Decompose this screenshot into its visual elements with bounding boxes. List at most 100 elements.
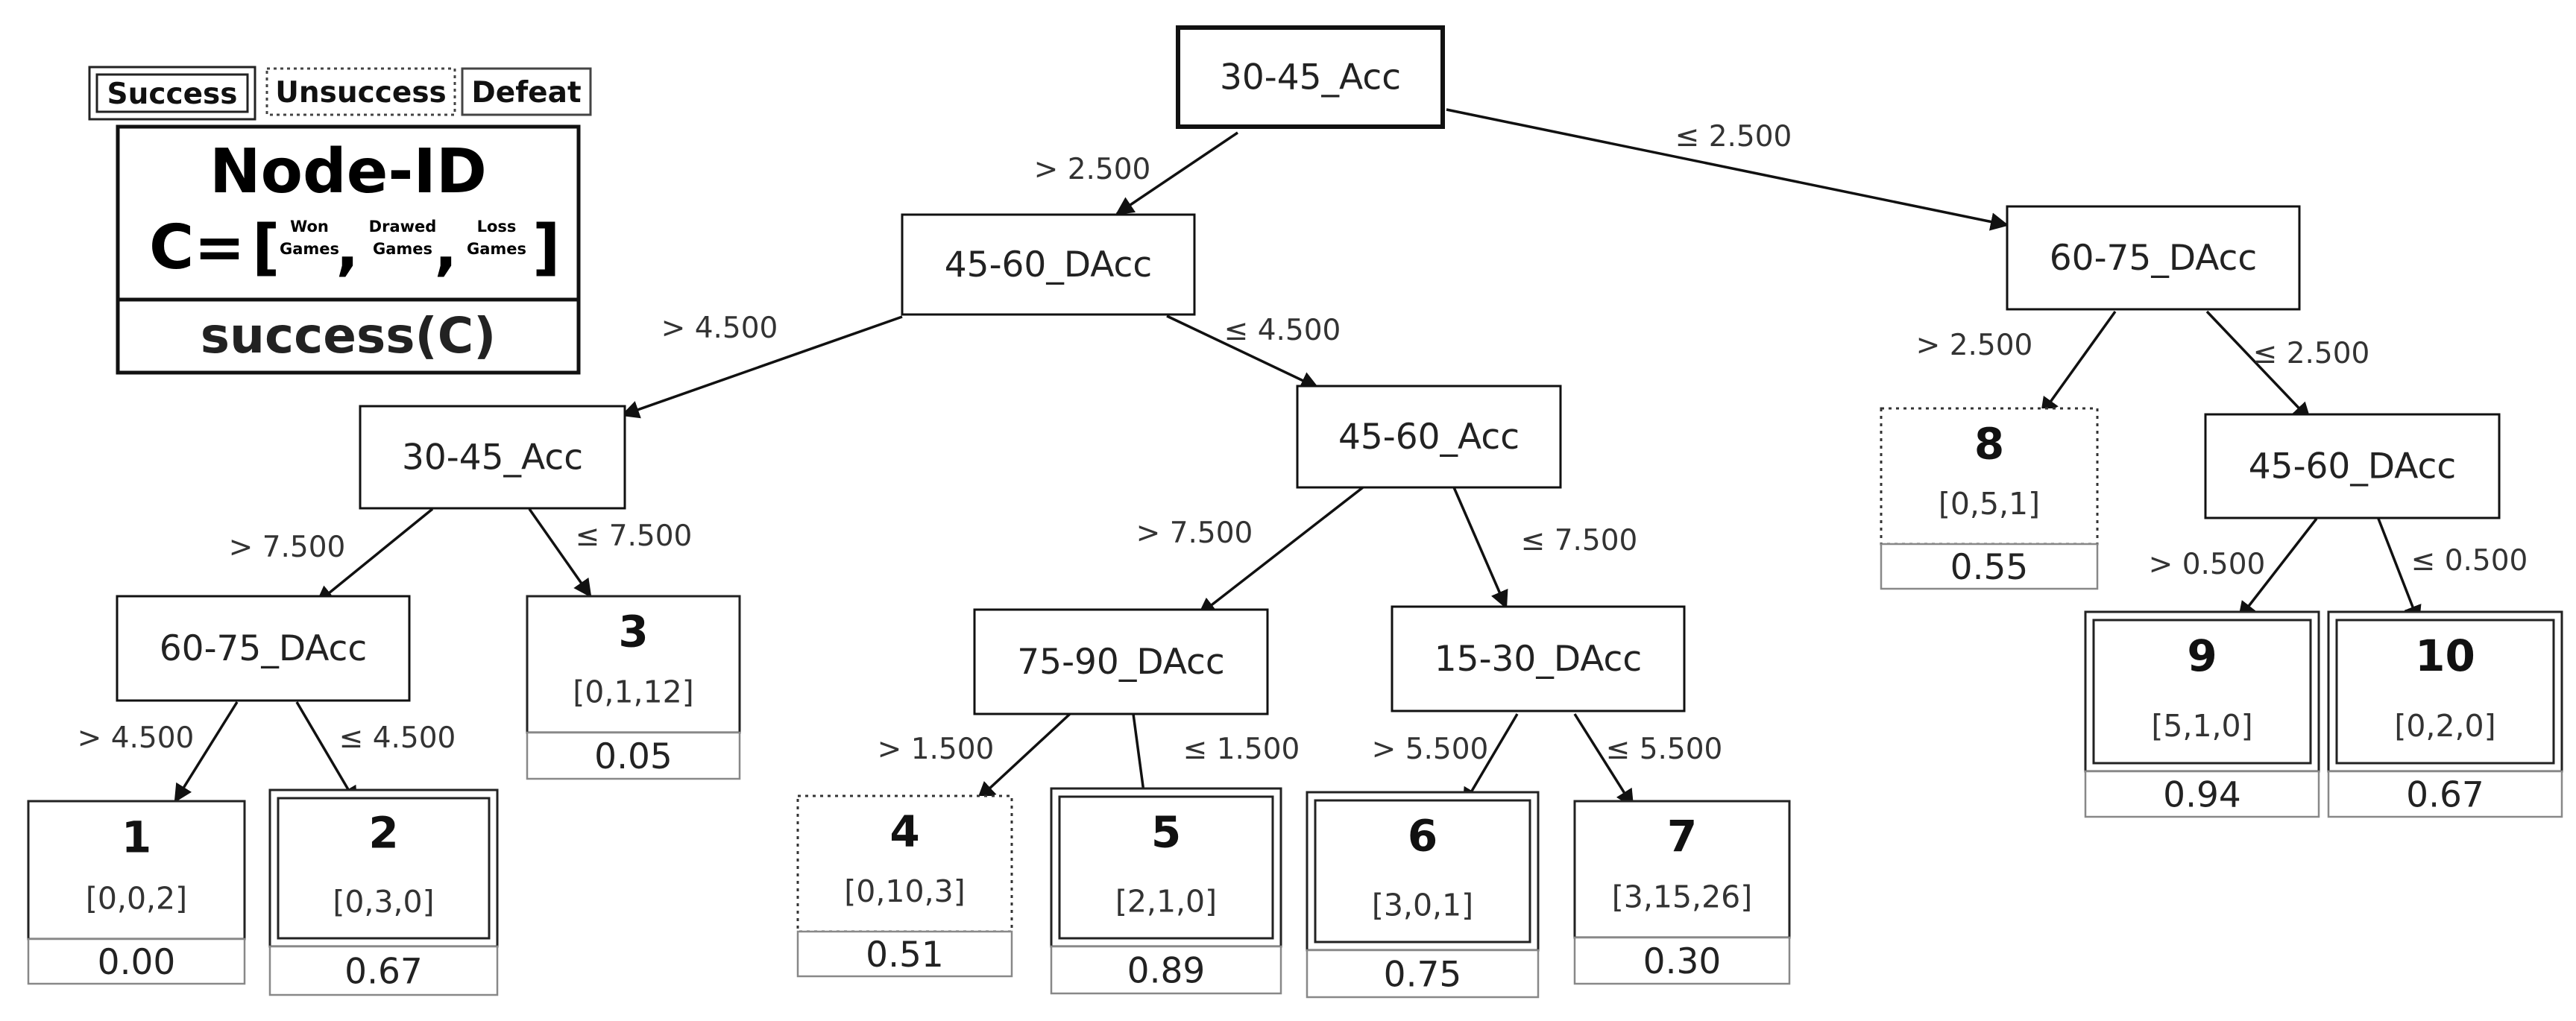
leaf-node-7: 7 [3,15,26] 0.30 [1573, 800, 1791, 985]
legend-node-id: Node-ID [210, 136, 487, 207]
legend-won-bottom: Games [280, 240, 339, 258]
split-node-box [901, 213, 1196, 316]
leaf-node-1: 1 [0,0,2] 0.00 [27, 800, 246, 985]
leaf-success-cell [1573, 936, 1791, 985]
leaf-success-cell [2327, 770, 2563, 818]
leaf-node-success: 0.30 [1643, 941, 1722, 982]
legend-loss-top: Loss [477, 218, 517, 236]
leaf-node-id: 2 [368, 808, 398, 859]
leaf-outer-border [2084, 610, 2320, 773]
tree-edge-s_b-s_b2 [2205, 310, 2311, 421]
legend-bracket-open: [ [252, 212, 280, 283]
split-node-box [2006, 205, 2301, 311]
leaf-node-success: 0.94 [2163, 775, 2241, 816]
tree-edge-s_b2-leaf10 [2377, 518, 2422, 625]
leaf-node-counts: [0,10,3] [844, 873, 965, 909]
edge-label-s_b-leaf8: > 2.500 [1916, 329, 2033, 362]
leaf-outer-border [1306, 791, 1540, 952]
leaf-node-counts: [3,15,26] [1612, 879, 1752, 915]
leaf-inner-border [2092, 619, 2312, 765]
split-node-s_a1: 30-45_Acc [359, 405, 626, 510]
nodes-layer: 30-45_Acc 45-60_DAcc 60-75_DAcc 30-45_Acc 45… [27, 25, 2563, 999]
tree-edge-s_a11-leaf2 [295, 701, 358, 806]
leaf-node-success: 0.00 [98, 942, 176, 983]
tree-edge-s_a-s_a1 [620, 315, 903, 419]
split-node-s_b2: 45-60_DAcc [2204, 413, 2501, 519]
edge-label-s_a21-leaf4: > 1.500 [878, 733, 995, 766]
tree-edge-s_a22-leaf6 [1462, 713, 1519, 807]
split-node-label: 30-45_Acc [1220, 57, 1401, 98]
leaf-success-cell [526, 731, 741, 780]
split-node-label: 60-75_DAcc [2050, 238, 2257, 279]
leaf-node-success: 0.55 [1950, 547, 2029, 588]
edge-label-s_b2-leaf9: > 0.500 [2149, 548, 2266, 581]
split-node-s_a: 45-60_DAcc [901, 213, 1196, 316]
split-node-box [973, 608, 1269, 715]
leaf-node-counts: [0,2,0] [2394, 708, 2495, 744]
legend-node-template: Node-ID C= [ Won Games , Drawed Games , … [116, 124, 581, 375]
leaf-node-counts: [2,1,0] [1115, 883, 1217, 919]
tree-edge-s_a-s_a2 [1166, 314, 1320, 389]
legend-won-top: Won [290, 218, 329, 236]
leaf-node-counts: [0,1,12] [573, 674, 693, 710]
split-node-label: 75-90_DAcc [1017, 642, 1224, 683]
tree-edge-s_a11-leaf1 [174, 701, 239, 803]
leaf-node-id: 6 [1408, 810, 1437, 861]
split-node-label: 15-30_DAcc [1435, 639, 1642, 680]
leaf-node-counts: [3,0,1] [1372, 887, 1473, 923]
leaf-success-cell [27, 938, 246, 985]
leaf-success-cell [796, 930, 1013, 978]
leaf-border [526, 595, 741, 734]
leaf-node-id: 8 [1974, 418, 2004, 469]
leaf-node-counts: [0,3,0] [333, 884, 434, 920]
edge-label-s_a1-leaf3: ≤ 7.500 [576, 519, 693, 553]
edge-label-s_b2-leaf10: ≤ 0.500 [2411, 544, 2528, 578]
leaf-inner-border [1058, 795, 1274, 940]
tree-edge-s_a2-s_a22 [1452, 487, 1508, 610]
split-node-label: 60-75_DAcc [160, 628, 367, 669]
leaf-border [1573, 800, 1791, 939]
leaf-node-success: 0.51 [866, 935, 944, 976]
leaf-success-cell [1880, 543, 2099, 590]
leaf-node-id: 7 [1667, 812, 1697, 862]
leaf-node-8: 8[0,5,1]0.55 [1880, 407, 2099, 590]
split-node-box [1176, 25, 1445, 129]
split-node-box [116, 595, 411, 702]
leaf-outer-border [268, 788, 499, 948]
leaf-node-success: 0.89 [1127, 951, 1206, 992]
leaf-node-id: 1 [122, 812, 151, 862]
split-node-box [2204, 413, 2501, 519]
leaf-node-success: 0.05 [594, 736, 673, 777]
leaf-success-cell [1050, 945, 1282, 995]
legend: Success Unsuccess Defeat Node-ID C= [ Wo… [88, 66, 592, 375]
edge-label-s_a2-s_a22: ≤ 7.500 [1521, 524, 1638, 557]
tree-edge-s_a1-s_a11 [315, 508, 434, 604]
leaf-node-10: 10[0,2,0]0.67 [2327, 610, 2563, 818]
split-node-box [1296, 385, 1562, 489]
leaf-success-cell [2084, 770, 2320, 818]
leaf-node-6: 6[3,0,1]0.75 [1306, 791, 1540, 999]
edge-label-s_a22-leaf6: > 5.500 [1372, 733, 1489, 766]
tree-edge-s_b-leaf8 [2040, 310, 2117, 416]
leaf-dotted-border [796, 794, 1013, 933]
split-node-s_a2: 45-60_Acc [1296, 385, 1562, 489]
leaf-node-id: 9 [2187, 630, 2217, 681]
split-node-label: 45-60_DAcc [945, 244, 1152, 285]
leaf-node-5: 5 [2,1,0] 0.89 [1050, 787, 1282, 995]
split-node-s_a11: 60-75_DAcc [116, 595, 411, 702]
tree-edge-s_a21-leaf4 [977, 712, 1071, 800]
split-node-label: 45-60_Acc [1338, 417, 1520, 458]
split-node-s_root: 30-45_Acc [1176, 25, 1445, 129]
tree-edge-s_b2-leaf9 [2238, 517, 2318, 620]
legend-loss-bottom: Games [467, 240, 526, 258]
leaf-node-id: 5 [1151, 806, 1181, 857]
tree-edge-s_a1-leaf3 [528, 508, 592, 598]
split-node-s_a21: 75-90_DAcc [973, 608, 1269, 715]
edges-layer: > 2.500≤ 2.500> 4.500≤ 4.500> 2.500≤ 2.5… [78, 108, 2528, 811]
legend-success-label: success(C) [201, 307, 497, 364]
split-node-box [359, 405, 626, 510]
legend-comma-1: , [336, 212, 359, 283]
leaf-node-counts: [0,0,2] [86, 880, 187, 916]
edge-label-s_a11-leaf2: ≤ 4.500 [339, 721, 456, 755]
